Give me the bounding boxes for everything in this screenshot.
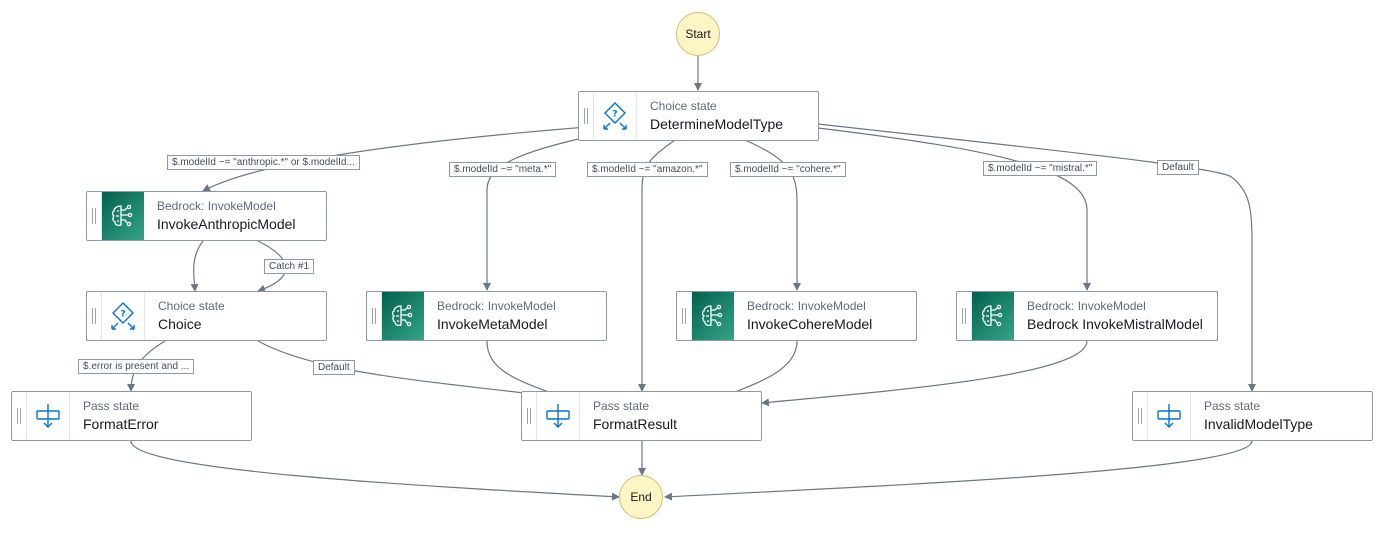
state-name: Choice [158,315,202,332]
state-invoke-meta-model[interactable]: Bedrock: InvokeModel InvokeMetaModel [366,291,607,341]
bedrock-brain-icon [692,292,734,340]
state-type: Bedrock: InvokeModel [1027,298,1146,313]
state-name: FormatError [83,415,159,432]
pass-state-icon [1148,392,1191,440]
state-type: Pass state [593,398,650,413]
state-invoke-cohere-model[interactable]: Bedrock: InvokeModel InvokeCohereModel [676,291,917,341]
state-determine-model-type[interactable]: ? Choice state DetermineModelType [578,91,819,141]
edge-label-error-condition: $.error is present and ... [78,359,195,374]
drag-handle[interactable] [579,92,594,140]
state-type: Choice state [158,298,225,313]
edge-label-amazon-condition: $.modelId ~= "amazon.*" [587,162,708,177]
drag-handle[interactable] [1133,392,1148,440]
edge-determine-to-anthropic [202,125,601,192]
state-type: Pass state [1204,398,1261,413]
edge-anthropic-to-choice [190,240,204,292]
state-invoke-mistral-model[interactable]: Bedrock: InvokeModel Bedrock InvokeMistr… [956,291,1218,341]
edge-invalid-to-end [664,440,1253,501]
edge-label-catch: Catch #1 [264,259,315,274]
edge-label-cohere-condition: $.modelId ~= "cohere.*" [730,162,846,177]
state-choice[interactable]: ? Choice state Choice [86,291,327,341]
state-name: InvalidModelType [1204,415,1313,432]
state-type: Bedrock: InvokeModel [747,298,866,313]
bedrock-brain-icon [102,192,144,240]
state-invoke-anthropic-model[interactable]: Bedrock: InvokeModel InvokeAnthropicMode… [86,191,327,241]
svg-text:?: ? [120,310,125,320]
edge-label-meta-condition: $.modelId ~= "meta.*" [449,162,557,177]
edge-cohere-to-formatresult [719,340,798,400]
state-type: Pass state [83,398,140,413]
state-format-error[interactable]: Pass state FormatError [11,391,252,441]
state-name: Bedrock InvokeMistralModel [1027,315,1203,332]
state-invalid-model-type[interactable]: Pass state InvalidModelType [1132,391,1373,441]
state-name: DetermineModelType [650,115,784,132]
state-type: Choice state [650,98,717,113]
end-node[interactable]: End [619,475,663,519]
edge-choice-default-to-formatresult [257,340,566,402]
edge-meta-to-formatresult [486,340,566,400]
start-node[interactable]: Start [676,12,720,56]
drag-handle[interactable] [522,392,537,440]
state-name: InvokeMetaModel [437,315,548,332]
bedrock-brain-icon [382,292,424,340]
edge-formaterror-to-end [130,440,620,501]
edge-label-anthropic-condition: $.modelId ~= "anthropic.*" or $.modelId.… [167,155,360,170]
edge-determine-to-meta [483,129,621,291]
edge-mistral-to-formatresult [761,340,1088,407]
pass-state-icon [537,392,580,440]
drag-handle[interactable] [12,392,27,440]
choice-state-icon: ? [594,92,637,140]
start-label: Start [685,27,711,41]
state-name: InvokeAnthropicModel [157,215,296,232]
choice-state-icon: ? [102,292,145,340]
state-format-result[interactable]: Pass state FormatResult [521,391,762,441]
end-label: End [630,490,652,504]
edge-determine-to-formatresult [638,139,676,392]
bedrock-brain-icon [972,292,1014,340]
drag-handle[interactable] [87,292,102,340]
drag-handle[interactable] [87,192,102,240]
edge-label-default-choice: Default [313,360,355,375]
drag-handle[interactable] [957,292,972,340]
drag-handle[interactable] [677,292,692,340]
state-type: Bedrock: InvokeModel [157,198,276,213]
edge-label-default-top: Default [1157,160,1199,175]
state-name: FormatResult [593,415,678,432]
edge-determine-to-mistral [817,127,1091,291]
edge-label-mistral-condition: $.modelId ~= "mistral.*" [983,161,1098,176]
drag-handle[interactable] [367,292,382,340]
state-name: InvokeCohereModel [747,315,873,332]
state-type: Bedrock: InvokeModel [437,298,556,313]
svg-text:?: ? [612,110,617,120]
pass-state-icon [27,392,70,440]
